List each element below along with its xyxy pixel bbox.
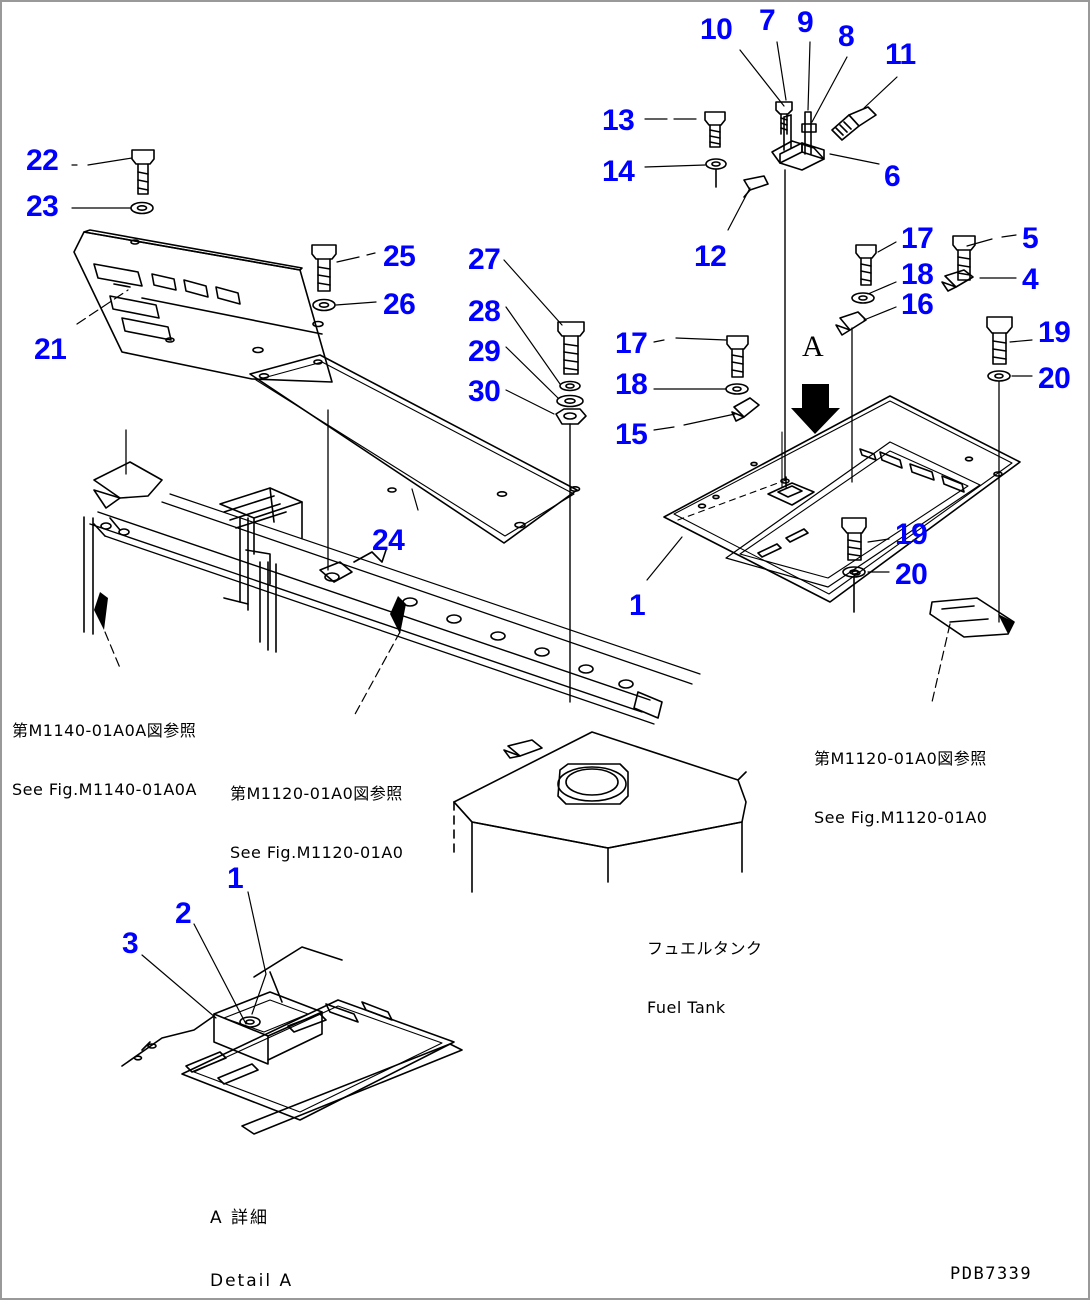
callout-6: 6 — [884, 160, 901, 193]
callout-27: 27 — [468, 243, 501, 276]
callout-30: 30 — [468, 375, 501, 408]
bolt-22-washer-23 — [130, 149, 155, 215]
label-fuel-tank: フュエルタンク Fuel Tank — [647, 900, 763, 1056]
label-jp-text: A 詳細 — [210, 1208, 270, 1229]
callout-5: 5 — [1022, 222, 1039, 255]
callout-9: 9 — [797, 6, 814, 39]
note-en-text: See Fig.M1120-01A0 — [814, 807, 988, 827]
section-mark-a: A — [802, 330, 824, 363]
callout-24: 24 — [372, 524, 405, 557]
callout-28: 28 — [468, 295, 501, 328]
callout-1-detail: 1 — [227, 862, 244, 895]
right-cover-panel-1 — [663, 395, 1021, 603]
callout-8: 8 — [838, 20, 855, 53]
note-see-fig-m1140-01a0a: 第M1140-01A0A図参照 See Fig.M1140-01A0A — [12, 682, 197, 838]
callout-22: 22 — [26, 144, 59, 177]
machine-frame-structure — [83, 409, 701, 725]
bolt-19a-washer-20a — [986, 316, 1013, 623]
leader-lines-top-cluster — [644, 41, 898, 231]
callout-15: 15 — [615, 418, 648, 451]
note-en-text: See Fig.M1140-01A0A — [12, 779, 197, 799]
note-jp-text: 第M1120-01A0図参照 — [814, 749, 987, 769]
callout-18-center: 18 — [615, 368, 648, 401]
callout-17-upper-right: 17 — [901, 222, 934, 255]
callout-29: 29 — [468, 335, 501, 368]
callout-19-upper: 19 — [1038, 316, 1071, 349]
callout-13: 13 — [602, 104, 635, 137]
bolt-25-washer-26 — [311, 244, 337, 312]
note-jp-text: 第M1140-01A0A図参照 — [12, 721, 197, 741]
label-detail-a: A 詳細 Detail A — [210, 1167, 294, 1298]
bolt-stack-27-30 — [555, 321, 587, 703]
callout-14: 14 — [602, 155, 635, 188]
bolt-17a-washer-18a-clip-16 — [835, 244, 877, 483]
label-jp-text: フュエルタンク — [647, 939, 763, 959]
note-see-fig-m1120-01a0-right: 第M1120-01A0図参照 See Fig.M1120-01A0 — [814, 710, 987, 866]
callout-20-upper: 20 — [1038, 362, 1071, 395]
section-a-arrow — [791, 384, 840, 434]
callout-16: 16 — [901, 288, 934, 321]
callout-19-lower: 19 — [895, 518, 928, 551]
left-cover-panel-21 — [73, 229, 333, 383]
callout-17-center: 17 — [615, 327, 648, 360]
bolt-5-clip-4 — [941, 235, 976, 292]
callout-1-right-panel: 1 — [629, 589, 646, 622]
center-cover-panel-24 — [249, 354, 581, 544]
drawing-code: PDB7339 — [950, 1264, 1033, 1284]
callout-18-upper-right: 18 — [901, 258, 934, 291]
callout-3-detail: 3 — [122, 927, 139, 960]
note-see-fig-m1120-01a0-center: 第M1120-01A0図参照 See Fig.M1120-01A0 — [230, 745, 403, 901]
note-jp-text: 第M1120-01A0図参照 — [230, 784, 403, 804]
callout-20-lower: 20 — [895, 558, 928, 591]
fuel-tank — [453, 731, 747, 893]
callout-12: 12 — [694, 240, 727, 273]
callout-26: 26 — [383, 288, 416, 321]
callout-4: 4 — [1022, 263, 1039, 296]
callout-2-detail: 2 — [175, 897, 192, 930]
callout-11: 11 — [885, 38, 916, 71]
callout-23: 23 — [26, 190, 59, 223]
bolt-19b-washer-20b — [841, 517, 867, 613]
top-center-bracket-assembly — [704, 101, 877, 481]
label-en-text: Detail A — [210, 1270, 294, 1291]
bolt-17b-washer-18b-clip-15 — [725, 335, 760, 422]
note-en-text: See Fig.M1120-01A0 — [230, 842, 404, 862]
callout-21: 21 — [34, 333, 67, 366]
callout-7: 7 — [759, 4, 776, 37]
label-en-text: Fuel Tank — [647, 997, 726, 1017]
callout-10: 10 — [700, 13, 733, 46]
detail-a-view — [121, 946, 463, 1135]
bracket-m1120-right — [929, 597, 1015, 638]
callout-25: 25 — [383, 240, 416, 273]
